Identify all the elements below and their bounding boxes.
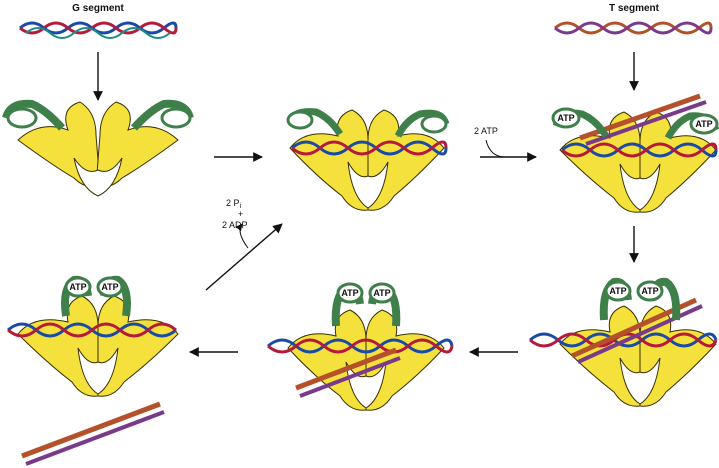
arrow-diagonal-icon bbox=[205, 223, 283, 291]
enzyme-state-open bbox=[2, 99, 194, 197]
atp-label: ATP bbox=[557, 113, 574, 123]
g-segment-dna bbox=[19, 21, 178, 39]
curved-arrow-icon bbox=[485, 139, 506, 158]
t-segment-dna bbox=[554, 21, 713, 35]
atp-badge bbox=[636, 280, 664, 302]
atp-badge bbox=[64, 276, 92, 298]
enzyme-state-atp-bound: ATP ATP bbox=[551, 93, 719, 213]
atp-badge bbox=[336, 282, 364, 304]
enzyme-state-release: ATP ATP bbox=[7, 275, 179, 466]
atp-label: ATP bbox=[641, 286, 658, 296]
atp-label: ATP bbox=[609, 286, 626, 296]
g-segment-label: G segment bbox=[72, 3, 124, 14]
curved-arrow-icon bbox=[235, 223, 249, 249]
atp-badge bbox=[96, 276, 124, 298]
plus-label: + bbox=[238, 209, 243, 219]
atp-badge bbox=[551, 107, 581, 129]
adp-output-label: 2 ADP bbox=[222, 220, 248, 230]
atp-label: ATP bbox=[341, 288, 358, 298]
enzyme-state-g-bound bbox=[286, 108, 450, 211]
atp-label: ATP bbox=[69, 282, 86, 292]
atp-label: ATP bbox=[101, 282, 118, 292]
t-segment-label: T segment bbox=[609, 3, 660, 14]
enzyme-state-clamped: ATP ATP bbox=[529, 277, 718, 407]
enzyme-state-passage: ATP ATP bbox=[267, 282, 454, 411]
pi-label: 2 Pi bbox=[226, 198, 242, 210]
atp-label: ATP bbox=[695, 119, 712, 129]
atp-badge bbox=[604, 280, 632, 302]
atp-badge bbox=[368, 282, 396, 304]
atp-input-label: 2 ATP bbox=[474, 126, 498, 136]
atp-label: ATP bbox=[373, 288, 390, 298]
atp-badge bbox=[689, 113, 719, 135]
